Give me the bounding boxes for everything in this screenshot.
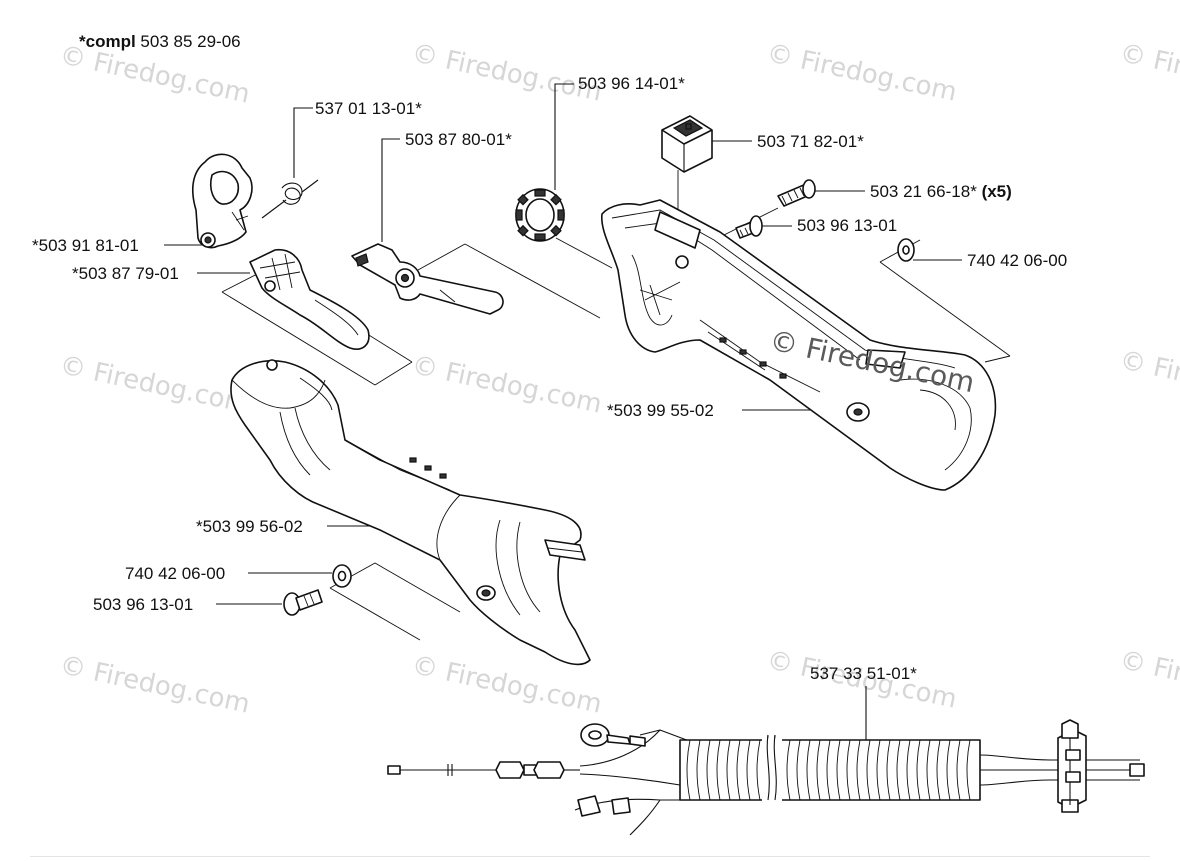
handle-half-icon bbox=[230, 359, 591, 666]
spring-icon bbox=[261, 179, 319, 219]
part-label-537011301: 537 01 13-01* bbox=[315, 99, 422, 118]
washer-icon bbox=[897, 238, 915, 262]
nut-icon bbox=[515, 188, 565, 242]
switch-icon bbox=[661, 115, 713, 173]
handle-half-icon bbox=[601, 199, 997, 491]
part-label-503995502: *503 99 55-02 bbox=[607, 401, 714, 420]
assembly-number: *compl 503 85 29-06 bbox=[79, 32, 241, 52]
trigger-icon bbox=[249, 248, 370, 350]
quantity: (x5) bbox=[981, 182, 1012, 201]
footer-divider bbox=[30, 856, 1150, 857]
screw-icon bbox=[777, 179, 816, 207]
part-label-740420600-top: 740 42 06-00 bbox=[967, 251, 1068, 270]
part-label-537335101: 537 33 51-01* bbox=[810, 664, 917, 683]
part-label-503878001: 503 87 80-01* bbox=[405, 130, 512, 149]
screw-icon bbox=[283, 589, 323, 616]
assembly-prefix: *compl bbox=[79, 32, 136, 51]
part-label-503718201: 503 71 82-01* bbox=[757, 132, 864, 151]
part-label-740420600-bottom: 740 42 06-00 bbox=[125, 564, 226, 583]
part-label-503877901: *503 87 79-01 bbox=[72, 264, 179, 283]
part-label-503961301-bottom: 503 96 13-01 bbox=[93, 595, 194, 614]
part-number: 503 21 66-18* bbox=[870, 182, 977, 201]
part-label-503216618: 503 21 66-18* (x5) bbox=[870, 182, 1012, 202]
part-label-503918101: *503 91 81-01 bbox=[32, 236, 139, 255]
part-label-503961401: 503 96 14-01* bbox=[578, 74, 685, 93]
cable-harness-icon bbox=[387, 719, 1145, 836]
throttle-lever-icon bbox=[351, 243, 504, 315]
part-label-503961301-top: 503 96 13-01 bbox=[797, 216, 898, 235]
part-label-503995602: *503 99 56-02 bbox=[196, 517, 303, 536]
screw-icon bbox=[735, 215, 763, 239]
assembly-part-number: 503 85 29-06 bbox=[140, 32, 241, 51]
washer-icon bbox=[332, 564, 352, 588]
throttle-lock-icon bbox=[191, 153, 253, 249]
